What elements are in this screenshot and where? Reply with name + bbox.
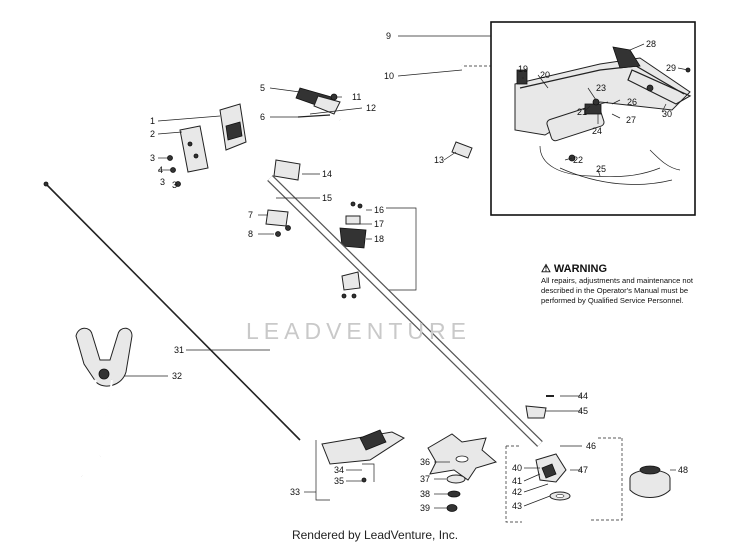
callout-29: 29 — [666, 63, 676, 73]
callout-20: 20 — [540, 70, 550, 80]
callout-38: 38 — [420, 489, 430, 499]
callout-42: 42 — [512, 487, 522, 497]
callout-21: 21 — [577, 107, 587, 117]
callout-9: 9 — [386, 31, 391, 41]
callout-41: 41 — [512, 476, 522, 486]
callout-45: 45 — [578, 406, 588, 416]
callout-35: 35 — [334, 476, 344, 486]
clamp-bracket-group — [167, 103, 247, 187]
callout-22: 22 — [573, 155, 583, 165]
callout-5: 5 — [260, 83, 265, 93]
callout-11: 11 — [352, 92, 361, 102]
callout-12: 12 — [366, 103, 376, 113]
warning-notice: ⚠ WARNING All repairs, adjustments and m… — [541, 263, 701, 306]
warning-body: All repairs, adjustments and maintenance… — [541, 276, 693, 305]
harness-32 — [75, 327, 133, 477]
callout-36: 36 — [420, 457, 430, 467]
callout-44: 44 — [578, 391, 588, 401]
callout-8: 8 — [248, 229, 253, 239]
callout-2: 2 — [150, 129, 155, 139]
drive-shaft-31 — [43, 181, 301, 441]
callout-18: 18 — [374, 234, 384, 244]
callout-24: 24 — [592, 126, 602, 136]
callout-32: 32 — [172, 371, 182, 381]
handle-assembly-inset — [514, 46, 692, 185]
callout-34: 34 — [334, 465, 344, 475]
callout-25: 25 — [596, 164, 606, 174]
render-credit: Rendered by LeadVenture, Inc. — [291, 528, 459, 542]
callout-16: 16 — [374, 205, 384, 215]
warning-title: ⚠ WARNING — [541, 263, 701, 276]
callout-labels: 1 2 3 3 4 5 6 7 8 9 10 11 12 13 14 15 16… — [150, 31, 688, 513]
blade-group — [427, 433, 498, 512]
callout-4: 4 — [158, 165, 163, 175]
callout-6: 6 — [260, 112, 265, 122]
tube-fittings-group — [265, 159, 417, 299]
callout-14: 14 — [322, 169, 332, 179]
callout-1: 1 — [150, 116, 155, 126]
callout-43: 43 — [512, 501, 522, 511]
callout-28: 28 — [646, 39, 656, 49]
inset-box — [490, 21, 696, 216]
callout-47: 47 — [578, 465, 588, 475]
callout-46: 46 — [586, 441, 596, 451]
callout-40: 40 — [512, 463, 522, 473]
callout-19: 19 — [518, 64, 528, 74]
warning-title-text: WARNING — [553, 263, 608, 275]
handlebar-group — [295, 64, 473, 159]
callout-7: 7 — [248, 210, 253, 220]
callout-17: 17 — [374, 219, 384, 229]
gear-head-group — [505, 395, 623, 523]
callout-39: 39 — [420, 503, 430, 513]
watermark: LEADVENTURE — [246, 318, 471, 344]
callout-27: 27 — [626, 115, 636, 125]
callout-31: 31 — [174, 345, 184, 355]
callout-10: 10 — [384, 71, 394, 81]
callout-26: 26 — [627, 97, 637, 107]
callout-33: 33 — [290, 487, 300, 497]
callout-3a: 3 — [150, 153, 155, 163]
callout-13: 13 — [434, 155, 444, 165]
guard-33 — [315, 429, 406, 501]
trimmer-head-48 — [629, 465, 671, 498]
callout-3c: 3 — [160, 177, 165, 187]
callout-37: 37 — [420, 474, 430, 484]
callout-3b: 3 — [172, 180, 177, 190]
leader-lines — [124, 43, 689, 509]
shaft-tube-15 — [267, 175, 543, 447]
callout-30: 30 — [662, 109, 672, 119]
callout-48: 48 — [678, 465, 688, 475]
callout-23: 23 — [596, 83, 606, 93]
callout-15: 15 — [322, 193, 332, 203]
warning-triangle-icon: ⚠ — [541, 263, 551, 275]
